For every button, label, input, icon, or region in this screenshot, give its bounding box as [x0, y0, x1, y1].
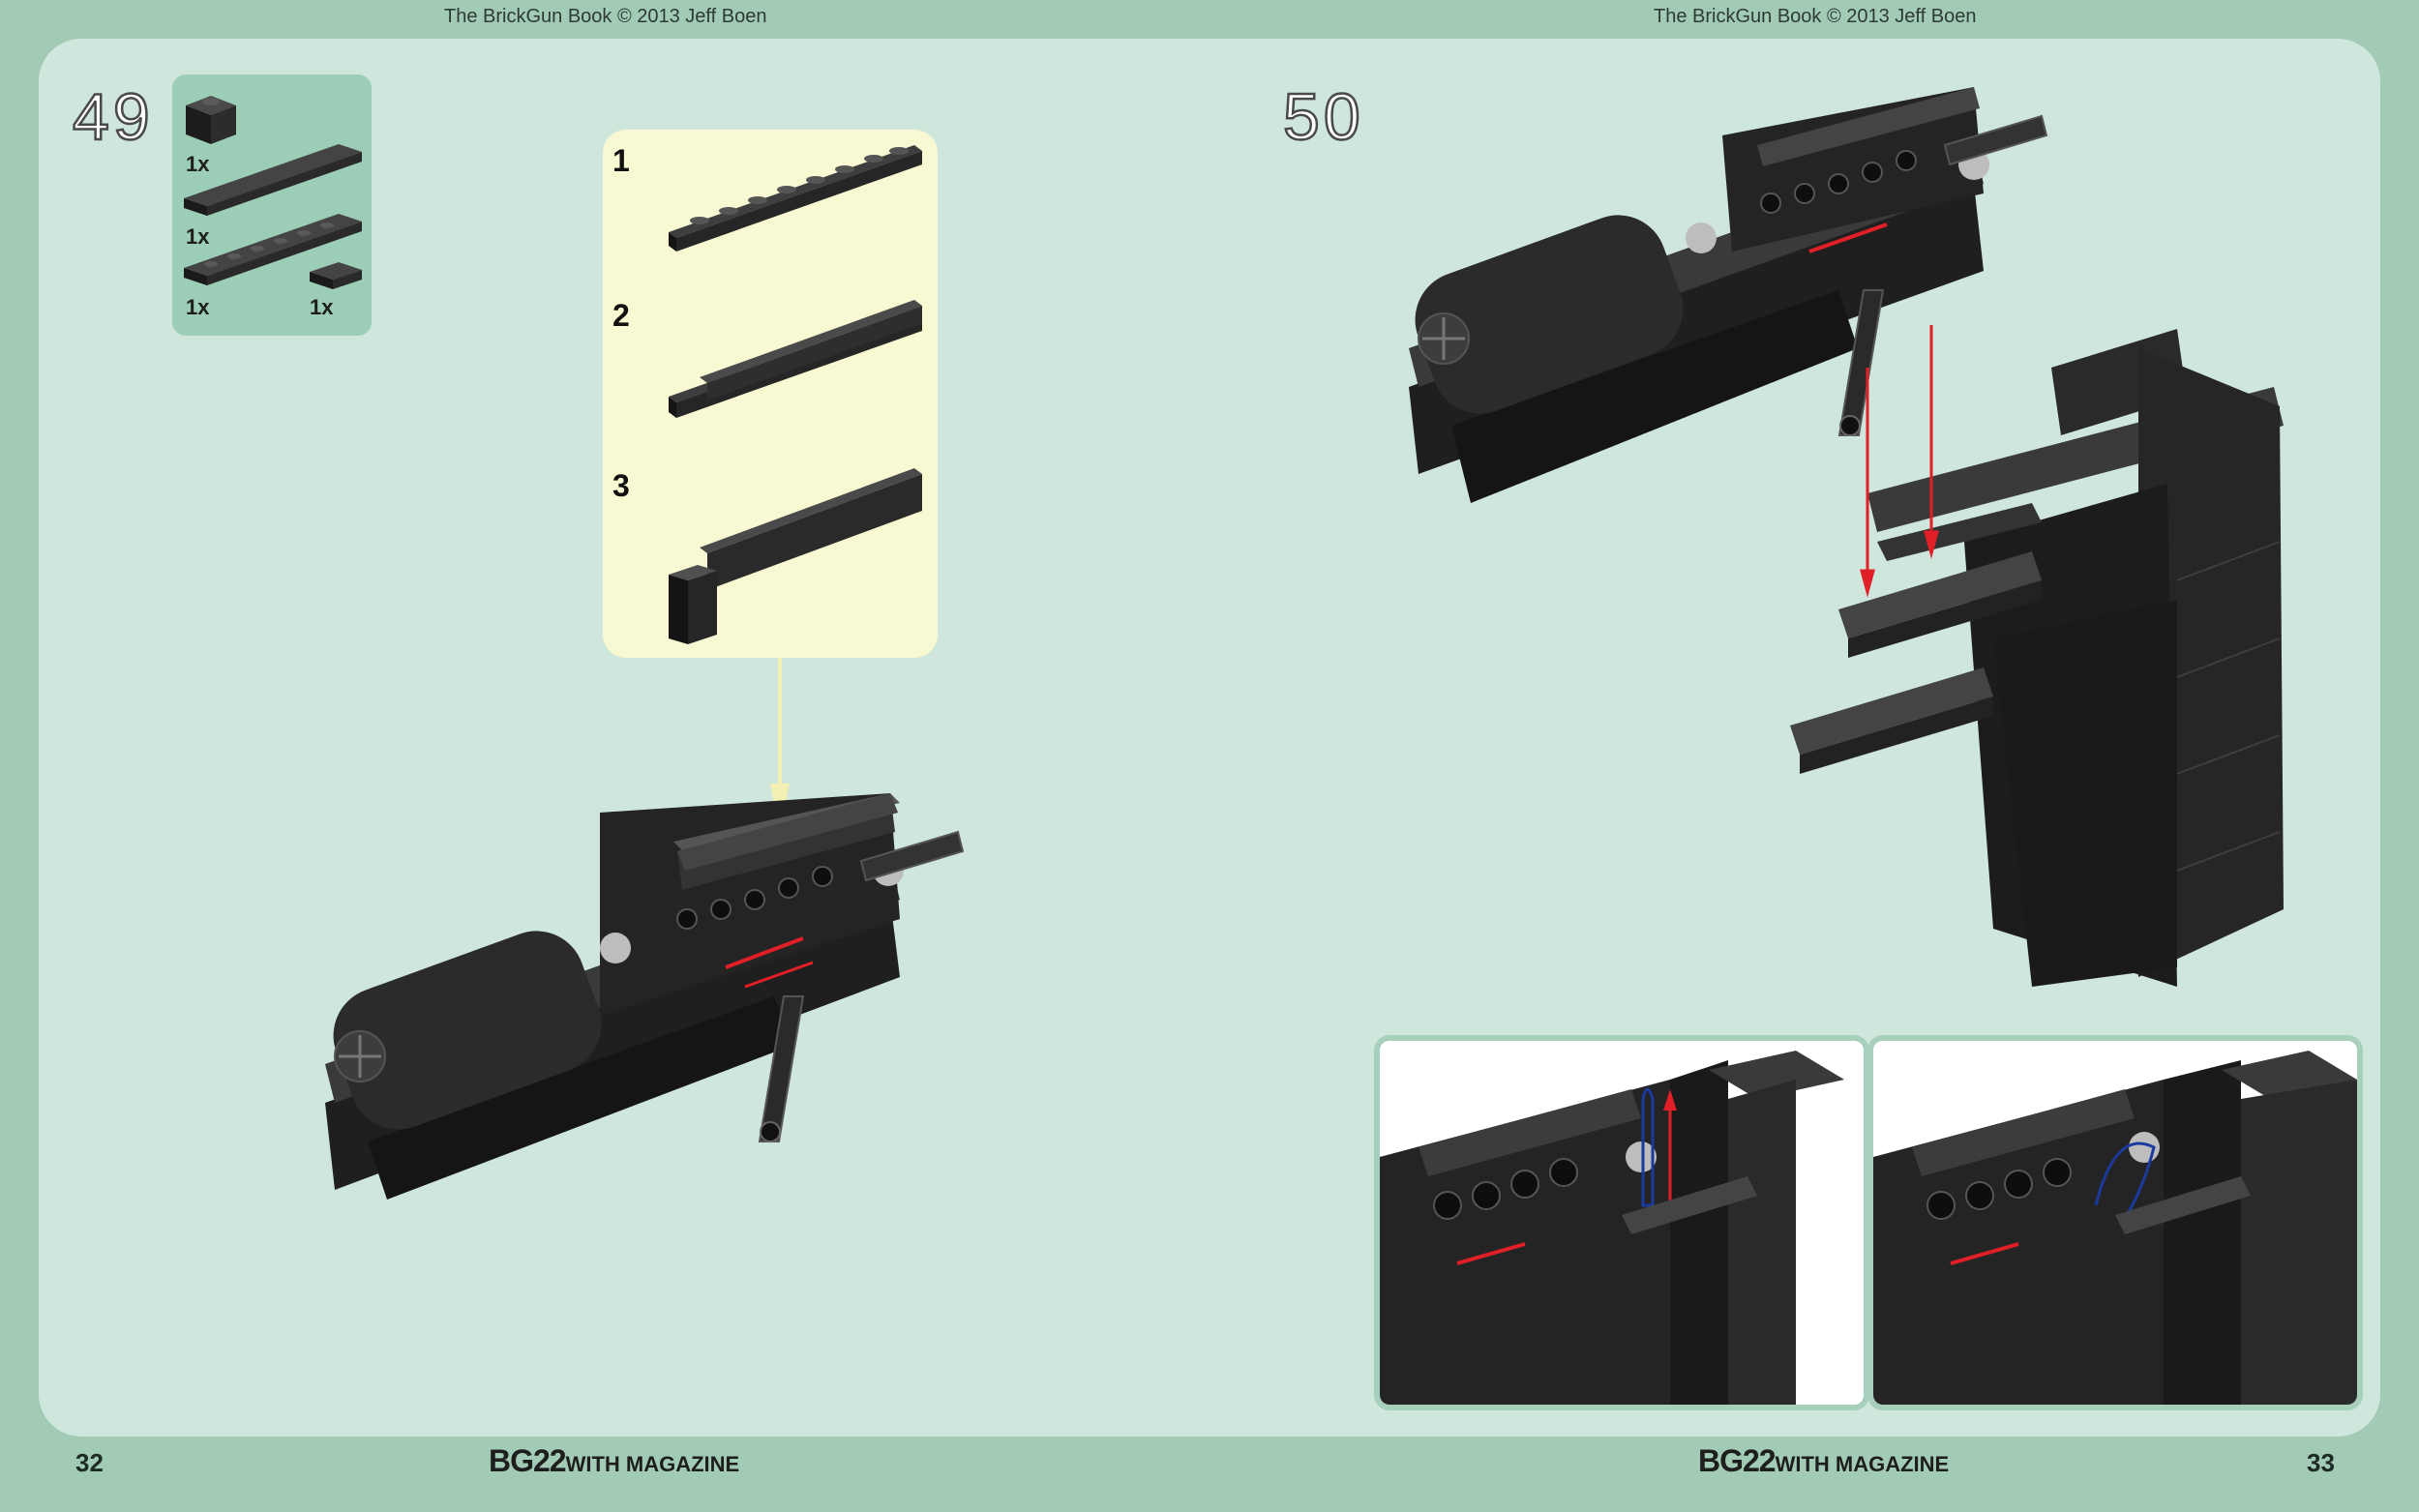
substep-label-3: 3 [612, 468, 630, 503]
parts-list-icons [184, 96, 362, 289]
footer-title-sub-right: WITH MAGAZINE [1775, 1452, 1950, 1476]
plate-1x6-icon [184, 214, 362, 285]
header-copyright-left: The BrickGun Book © 2013 Jeff Boen [444, 6, 767, 27]
plate-1x2-icon [310, 262, 362, 289]
brick-1x1-icon [186, 96, 236, 144]
substep-callout: 1 2 3 [603, 130, 938, 658]
detail-inset-2 [1867, 1035, 2363, 1410]
page-number-left: 32 [75, 1448, 104, 1477]
page-number-right: 33 [2307, 1448, 2335, 1477]
substep3-bracket-image [669, 468, 922, 644]
substep-illustrations [669, 145, 922, 644]
inset-1-illustration [1380, 1041, 1864, 1405]
inset-2-illustration [1873, 1041, 2357, 1405]
parts-list: 1x 1x 1x 1x [172, 74, 372, 336]
substep-label-2: 2 [612, 298, 630, 333]
plate-1x8-icon [184, 144, 362, 216]
part-qty-3: 1x [186, 295, 210, 319]
footer-title-right: BG22WITH MAGAZINE [1698, 1443, 1949, 1479]
detail-inset-1 [1374, 1035, 1869, 1410]
substep2-plate-image [669, 300, 922, 418]
header-copyright-right: The BrickGun Book © 2013 Jeff Boen [1654, 6, 1977, 27]
substep-label-1: 1 [612, 143, 630, 178]
step-number-49: 49 [72, 79, 154, 156]
part-qty-4: 1x [310, 295, 334, 319]
part-qty-2: 1x [186, 224, 210, 249]
footer-title-sub-left: WITH MAGAZINE [565, 1452, 740, 1476]
footer-title-main-right: BG22 [1698, 1443, 1777, 1478]
step-number-50: 50 [1282, 79, 1364, 156]
substep1-plate-image [669, 145, 922, 252]
footer-title-left: BG22WITH MAGAZINE [489, 1443, 739, 1479]
footer-title-main-left: BG22 [489, 1443, 567, 1478]
part-qty-1: 1x [186, 152, 210, 176]
